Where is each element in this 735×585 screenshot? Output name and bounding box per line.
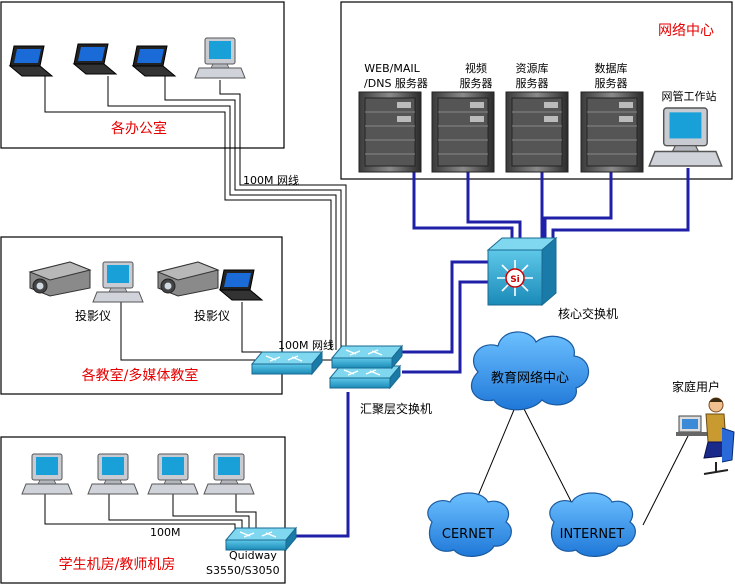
lab-pc-icon [87, 453, 139, 495]
office-laptop-icon [132, 45, 176, 77]
nms-workstation-label: 网管工作站 [662, 89, 717, 103]
database-server-icon [580, 91, 644, 173]
core-switch-label: 核心交换机 [558, 306, 618, 321]
home-user-icon [676, 397, 735, 475]
office-laptop-icon [9, 45, 53, 77]
classroom-pc-icon [92, 261, 144, 303]
classrooms-zone-frame [0, 236, 283, 395]
lab-cable-label: 100M [150, 526, 181, 539]
video-server-label: 视频 [465, 61, 487, 75]
core-switch-mark: Si [510, 275, 520, 285]
office-cable-label: 100M 网线 [243, 173, 299, 187]
quidway-switch-icon [225, 527, 297, 551]
home-user-label: 家庭用户 [672, 379, 720, 394]
office-laptop-icon [73, 43, 117, 75]
projector-icon [157, 261, 219, 297]
offices-zone-frame [0, 1, 285, 149]
aggregation-switch-label: 汇聚层交换机 [360, 401, 432, 416]
lab-pc-icon [147, 453, 199, 495]
classroom-laptop-icon [219, 269, 263, 301]
cernet-cloud [427, 492, 512, 557]
lab-cables [44, 490, 257, 532]
projector-label: 投影仪 [75, 308, 111, 323]
office-cables [44, 76, 347, 350]
web-mail-dns-server-icon [358, 91, 422, 173]
labs-zone-frame [0, 436, 286, 584]
resource-server-label: 服务器 [516, 77, 549, 90]
projector-icon [29, 261, 91, 297]
core-switch-icon [486, 236, 558, 307]
resource-server-label: 资源库 [516, 61, 549, 75]
classrooms-zone-label: 各教室/多媒体教室 [82, 367, 199, 384]
resource-server-icon [505, 91, 569, 173]
offices-zone-label: 各办公室 [111, 120, 167, 137]
quidway-model-label: Quidway [229, 549, 277, 562]
aggregation-switch-icon [329, 345, 403, 389]
classroom-switch-icon [251, 351, 323, 375]
network-center-label: 网络中心 [658, 23, 714, 39]
cernet-label: CERNET [442, 527, 494, 542]
internet-cloud [549, 492, 636, 557]
database-server-label: 服务器 [595, 77, 628, 90]
lab-pc-icon [21, 453, 73, 495]
labs-zone-label: 学生机房/教师机房 [59, 557, 176, 573]
video-server-icon [431, 91, 495, 173]
office-pc-icon [194, 37, 246, 79]
classroom-cable-label: 100M 网线 [278, 338, 334, 352]
edu-network-center-label: 教育网络中心 [491, 370, 569, 386]
nms-workstation-icon [648, 107, 723, 167]
web-server-label: WEB/MAIL [364, 62, 420, 75]
web-server-label: /DNS 服务器 [364, 77, 428, 90]
projector-label: 投影仪 [194, 308, 230, 323]
network-center-frame [340, 1, 733, 180]
quidway-model-label: S3550/S3050 [206, 564, 280, 577]
lab-pc-icon [203, 453, 255, 495]
edu-network-center-cloud [471, 331, 590, 411]
internet-label: INTERNET [560, 527, 625, 542]
video-server-label: 服务器 [460, 77, 493, 90]
database-server-label: 数据库 [595, 61, 628, 75]
